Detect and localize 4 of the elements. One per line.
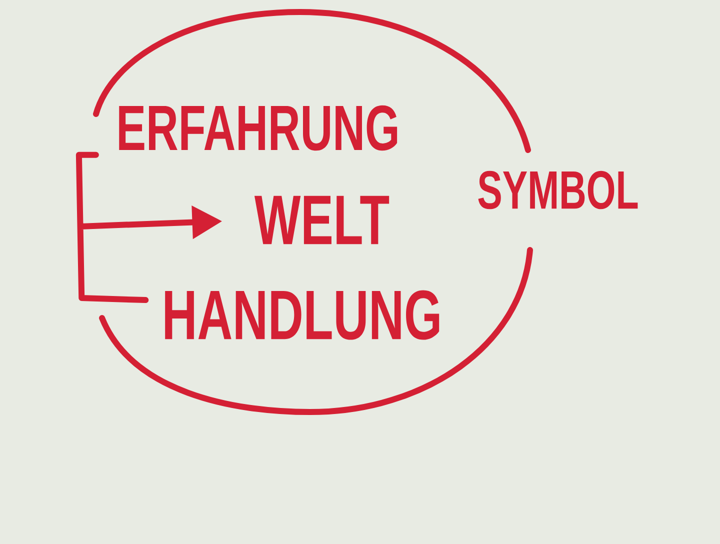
handwritten-word: WELT xyxy=(254,196,390,244)
side-label: SYMBOL xyxy=(478,170,638,210)
handwritten-word: ERFAHRUNG xyxy=(119,105,398,151)
handwritten-word: HANDLUNG xyxy=(165,290,440,340)
